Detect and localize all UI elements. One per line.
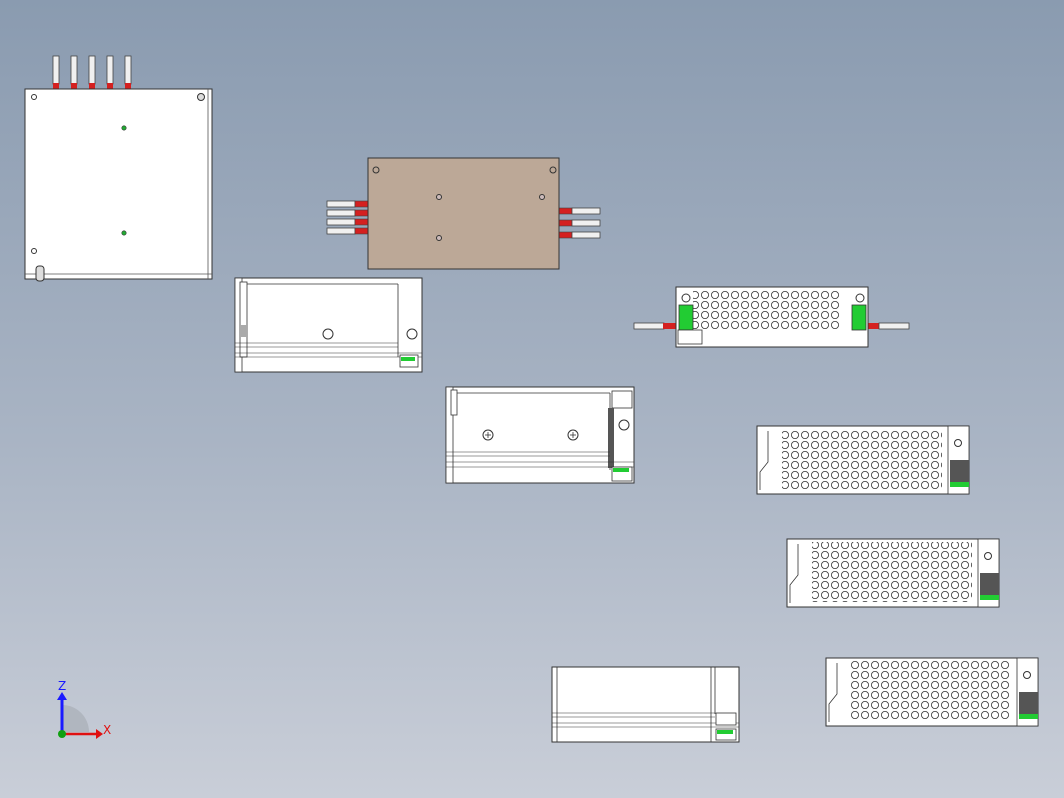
triad-quadrant <box>62 705 89 732</box>
perforated-cover-b[interactable] <box>756 425 970 495</box>
wire-bundle-top <box>52 55 132 89</box>
perforated-cover-a[interactable] <box>633 286 910 348</box>
front-view-b[interactable] <box>445 386 635 484</box>
perforated-cover-c[interactable] <box>786 538 1000 608</box>
top-view-box[interactable] <box>24 55 213 282</box>
front-view-c[interactable] <box>551 666 740 743</box>
wire-bundle-left <box>326 200 369 235</box>
wire-bundle-right <box>558 207 601 239</box>
z-axis-label: Z <box>58 679 66 693</box>
bottom-view-plate[interactable] <box>326 157 601 270</box>
perforated-cover-d[interactable] <box>825 657 1039 727</box>
axis-triad: Z X <box>57 679 111 739</box>
front-view-a[interactable] <box>234 277 423 373</box>
y-axis-icon <box>58 730 66 738</box>
x-axis-label: X <box>103 723 111 737</box>
